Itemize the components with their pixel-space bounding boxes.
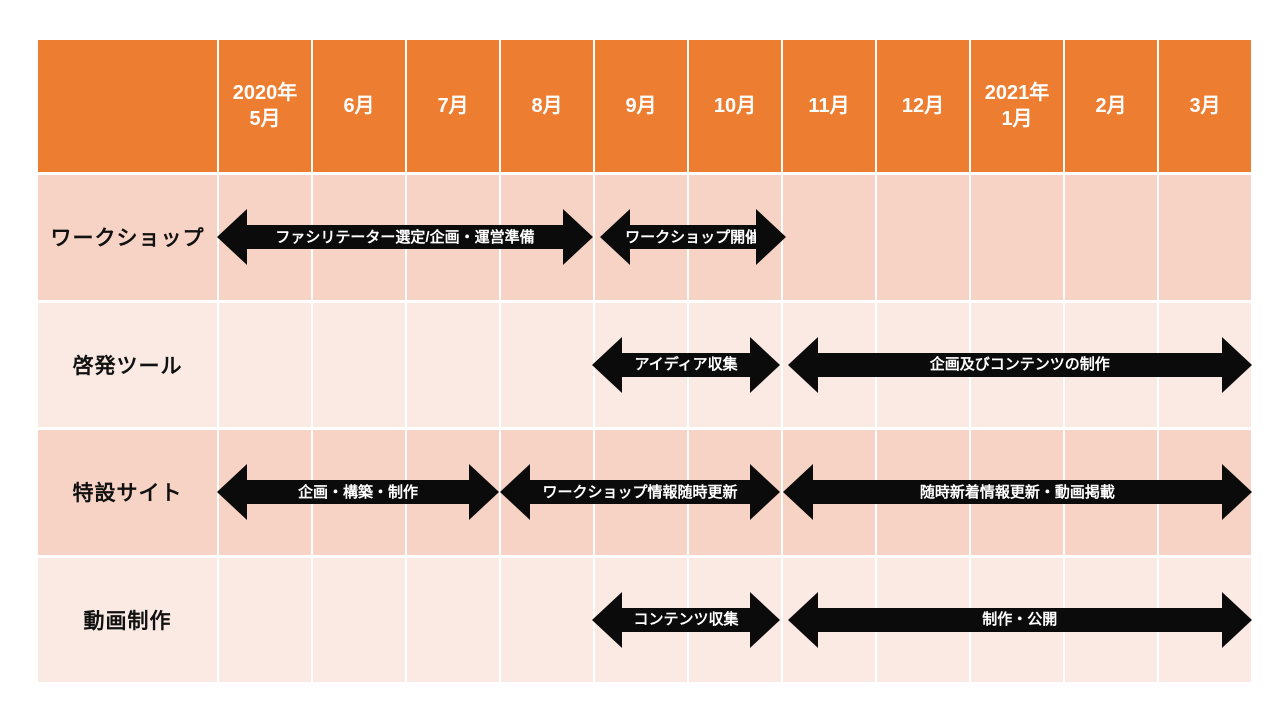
grid-cell [595,557,687,682]
row-label: 啓発ツール [38,302,217,427]
grid-cell [501,175,593,300]
row-label: ワークショップ [38,175,217,300]
grid-cell [313,557,405,682]
grid-cell [689,557,781,682]
grid-cell [689,430,781,555]
grid-cell [407,175,499,300]
grid-cell [501,302,593,427]
grid-cell [219,175,311,300]
month-header-cell: 6月 [313,40,405,172]
grid-cell [501,430,593,555]
task-row: 特設サイト [38,430,1251,555]
month-header-cell: 2020年 5月 [219,40,311,172]
grid-cell [877,302,969,427]
grid-cell [407,557,499,682]
grid-cell [1065,175,1157,300]
month-header-cell: 10月 [689,40,781,172]
row-label: 動画制作 [38,557,217,682]
grid-cell [1065,557,1157,682]
grid-cell [1159,175,1251,300]
task-row: 啓発ツール [38,302,1251,427]
month-header-cell: 7月 [407,40,499,172]
grid-cell [595,175,687,300]
grid-cell [877,175,969,300]
grid-cell [971,175,1063,300]
grid-cell [877,557,969,682]
grid-cell [783,175,875,300]
row-label: 特設サイト [38,430,217,555]
grid-cell [1159,430,1251,555]
month-header-cell: 2月 [1065,40,1157,172]
grid-cell [1159,557,1251,682]
month-header-cell: 12月 [877,40,969,172]
grid-cell [971,430,1063,555]
grid-cell [219,557,311,682]
month-header-cell: 2021年 1月 [971,40,1063,172]
grid-cell [877,430,969,555]
month-header-cell: 3月 [1159,40,1251,172]
grid-cell [689,302,781,427]
header-corner-cell [38,40,217,172]
month-header-cell: 11月 [783,40,875,172]
grid-cell [971,302,1063,427]
task-row: ワークショップ [38,175,1251,300]
grid-cell [783,302,875,427]
grid-cell [407,430,499,555]
grid-cell [407,302,499,427]
month-header-cell: 9月 [595,40,687,172]
grid-cell [501,557,593,682]
grid-cell [219,430,311,555]
grid-cell [689,175,781,300]
grid-cell [313,302,405,427]
grid-cell [783,430,875,555]
grid-cell [313,175,405,300]
task-row: 動画制作 [38,557,1251,682]
grid-cell [783,557,875,682]
grid-cell [595,302,687,427]
grid-cell [1159,302,1251,427]
grid-cell [595,430,687,555]
grid-cell [971,557,1063,682]
month-header-cell: 8月 [501,40,593,172]
grid-cell [219,302,311,427]
table-body: ワークショップ啓発ツール特設サイト動画制作 [38,175,1251,682]
grid-cell [313,430,405,555]
grid-cell [1065,430,1157,555]
grid-cell [1065,302,1157,427]
